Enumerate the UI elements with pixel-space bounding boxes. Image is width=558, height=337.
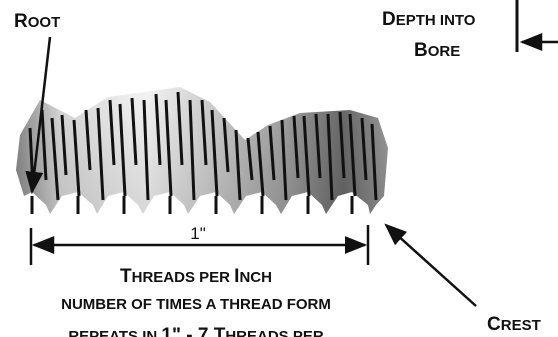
- crest-arrow: [384, 223, 477, 307]
- root-arrow: [25, 36, 52, 195]
- tpi-definition: NUMBER OF TIMES A THREAD FORM: [61, 296, 331, 313]
- depth-label-line1: DEPTH INTO: [382, 9, 476, 30]
- crest-label: CREST: [487, 314, 541, 335]
- measure-label: 1": [190, 224, 206, 243]
- tpi-heading: THREADS PER INCH: [120, 266, 272, 287]
- thread-crests: [30, 196, 354, 214]
- depth-label-line2: BORE: [414, 40, 460, 61]
- tpi-example-cut: REPEATS IN 1" - 7 THREADS PER: [68, 325, 324, 337]
- thread-ridges: [28, 91, 378, 201]
- root-label: ROOT: [14, 11, 60, 32]
